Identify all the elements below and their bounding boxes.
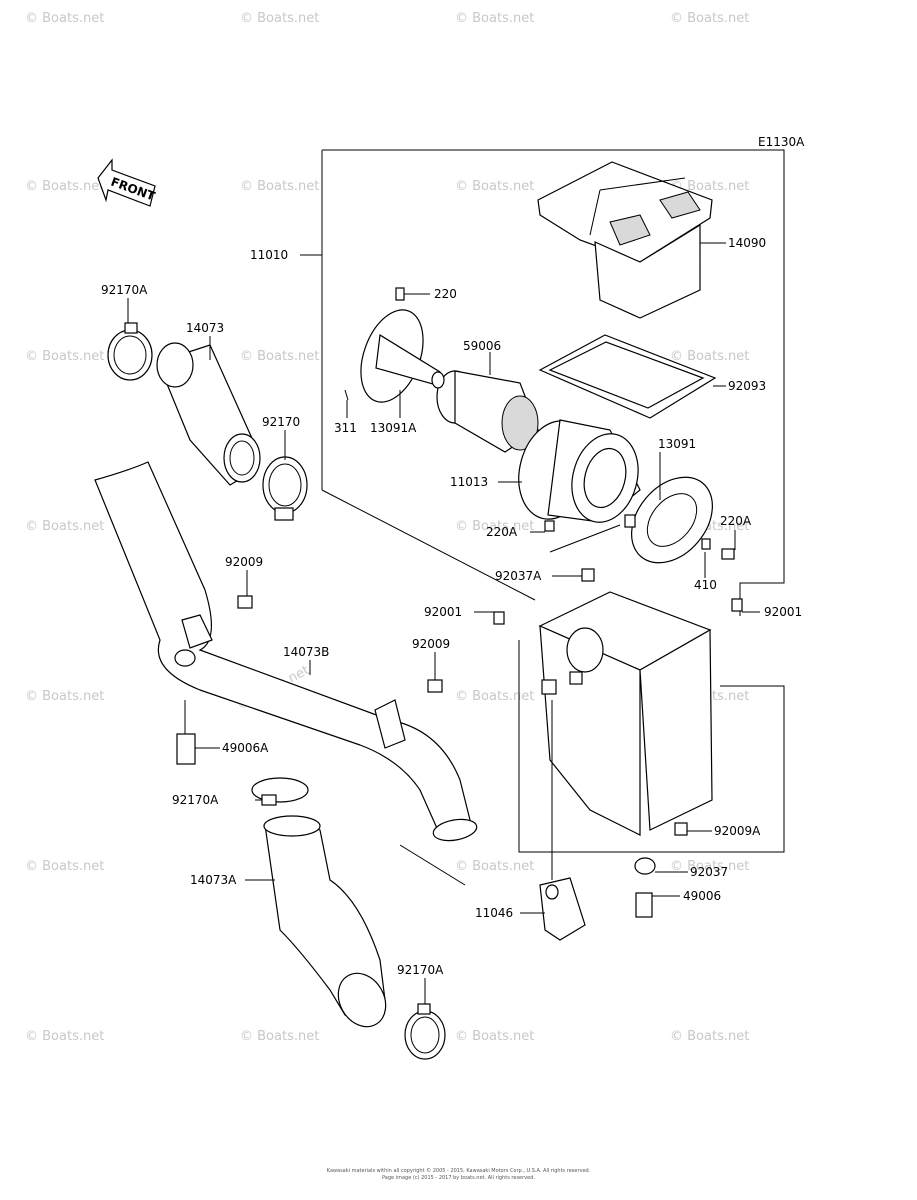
svg-text:© Boats.net: © Boats.net xyxy=(455,179,534,194)
svg-text:© Boats.net: © Boats.net xyxy=(25,1029,104,1044)
label-92170: 92170 xyxy=(262,415,300,429)
label-92037: 92037 xyxy=(690,865,728,879)
label-14073B: 14073B xyxy=(283,645,329,659)
cap-13091A xyxy=(344,287,445,403)
svg-text:© Boats.net: © Boats.net xyxy=(670,859,749,874)
gasket-92093 xyxy=(538,334,717,419)
filter-element-11013 xyxy=(518,419,641,523)
duct-14073A xyxy=(263,815,387,1028)
label-92170A-top: 92170A xyxy=(101,283,148,297)
bolts-92009 xyxy=(237,595,443,693)
label-92170A-mid: 92170A xyxy=(172,793,219,807)
label-220A-left: 220A xyxy=(486,525,518,539)
svg-text:© Boats.net: © Boats.net xyxy=(670,1029,749,1044)
svg-text:© Boats.net: © Boats.net xyxy=(25,179,104,194)
label-92009-b: 92009 xyxy=(412,637,450,651)
clamp-92170A-bottom xyxy=(404,1003,446,1060)
label-49006A: 49006A xyxy=(222,741,269,755)
label-92009-a: 92009 xyxy=(225,555,263,569)
svg-text:© Boats.net: © Boats.net xyxy=(240,11,319,26)
svg-text:© Boats.net: © Boats.net xyxy=(25,859,104,874)
diagram-code: E1130A xyxy=(758,135,805,149)
clamp-92170A-mid xyxy=(251,777,309,806)
clamp-92170A-top xyxy=(107,322,153,381)
label-410: 410 xyxy=(694,578,717,592)
end-cover-13091 xyxy=(544,476,735,564)
svg-text:© Boats.net: © Boats.net xyxy=(25,349,104,364)
assembly-bracket-11010 xyxy=(300,149,785,853)
label-13091A: 13091A xyxy=(370,421,417,435)
air-box-cover-14090 xyxy=(537,161,713,319)
svg-text:© Boats.net: © Boats.net xyxy=(25,11,104,26)
clamp-92170 xyxy=(262,456,308,521)
svg-text:© Boats.net: © Boats.net xyxy=(455,519,534,534)
label-92093: 92093 xyxy=(728,379,766,393)
svg-text:© Boats.net: © Boats.net xyxy=(455,859,534,874)
svg-text:© Boats.net: © Boats.net xyxy=(240,349,319,364)
part-labels: 11010 14090 220 59006 92093 311 13091A 1… xyxy=(101,236,802,977)
label-14073: 14073 xyxy=(186,321,224,335)
label-220A-right: 220A xyxy=(720,514,752,528)
leader-lines xyxy=(127,242,760,1004)
svg-text:© Boats.net: © Boats.net xyxy=(455,689,534,704)
label-92170A-bottom: 92170A xyxy=(397,963,444,977)
clamp-92037 xyxy=(634,857,656,918)
svg-text:© Boats.net: © Boats.net xyxy=(670,11,749,26)
label-14090: 14090 xyxy=(728,236,766,250)
footer-copyright: Kawasaki materials within all copyright … xyxy=(326,1168,591,1174)
svg-text:© Boats.net: © Boats.net xyxy=(240,1029,319,1044)
front-arrow-icon: FRONT xyxy=(97,158,158,207)
bracket-11046 xyxy=(539,700,586,941)
svg-text:© Boats.net: © Boats.net xyxy=(670,179,749,194)
cap-49006A xyxy=(176,700,196,765)
svg-text:© Boats.net: © Boats.net xyxy=(455,1029,534,1044)
label-220: 220 xyxy=(434,287,457,301)
air-box-housing xyxy=(493,568,743,836)
label-92009A: 92009A xyxy=(714,824,761,838)
svg-text:© Boats.net: © Boats.net xyxy=(455,11,534,26)
footer-image-credit: Page image (c) 2015 - 2017 by boats.net.… xyxy=(382,1175,535,1181)
label-11010: 11010 xyxy=(250,248,288,262)
filter-screen-59006 xyxy=(436,370,539,453)
label-92001-right: 92001 xyxy=(764,605,802,619)
label-49006: 49006 xyxy=(683,889,721,903)
svg-text:© Boats.net: © Boats.net xyxy=(670,349,749,364)
boot-14073 xyxy=(156,342,261,486)
label-92037A: 92037A xyxy=(495,569,542,583)
label-311: 311 xyxy=(334,421,357,435)
label-14073A: 14073A xyxy=(190,873,237,887)
svg-text:© Boats.net: © Boats.net xyxy=(25,689,104,704)
label-11046: 11046 xyxy=(475,906,513,920)
svg-text:© Boats.net: © Boats.net xyxy=(240,179,319,194)
label-11013: 11013 xyxy=(450,475,488,489)
label-13091: 13091 xyxy=(658,437,696,451)
duct-14073B xyxy=(94,461,478,886)
svg-text:© Boats.net: © Boats.net xyxy=(25,519,104,534)
label-59006: 59006 xyxy=(463,339,501,353)
label-92001-left: 92001 xyxy=(424,605,462,619)
